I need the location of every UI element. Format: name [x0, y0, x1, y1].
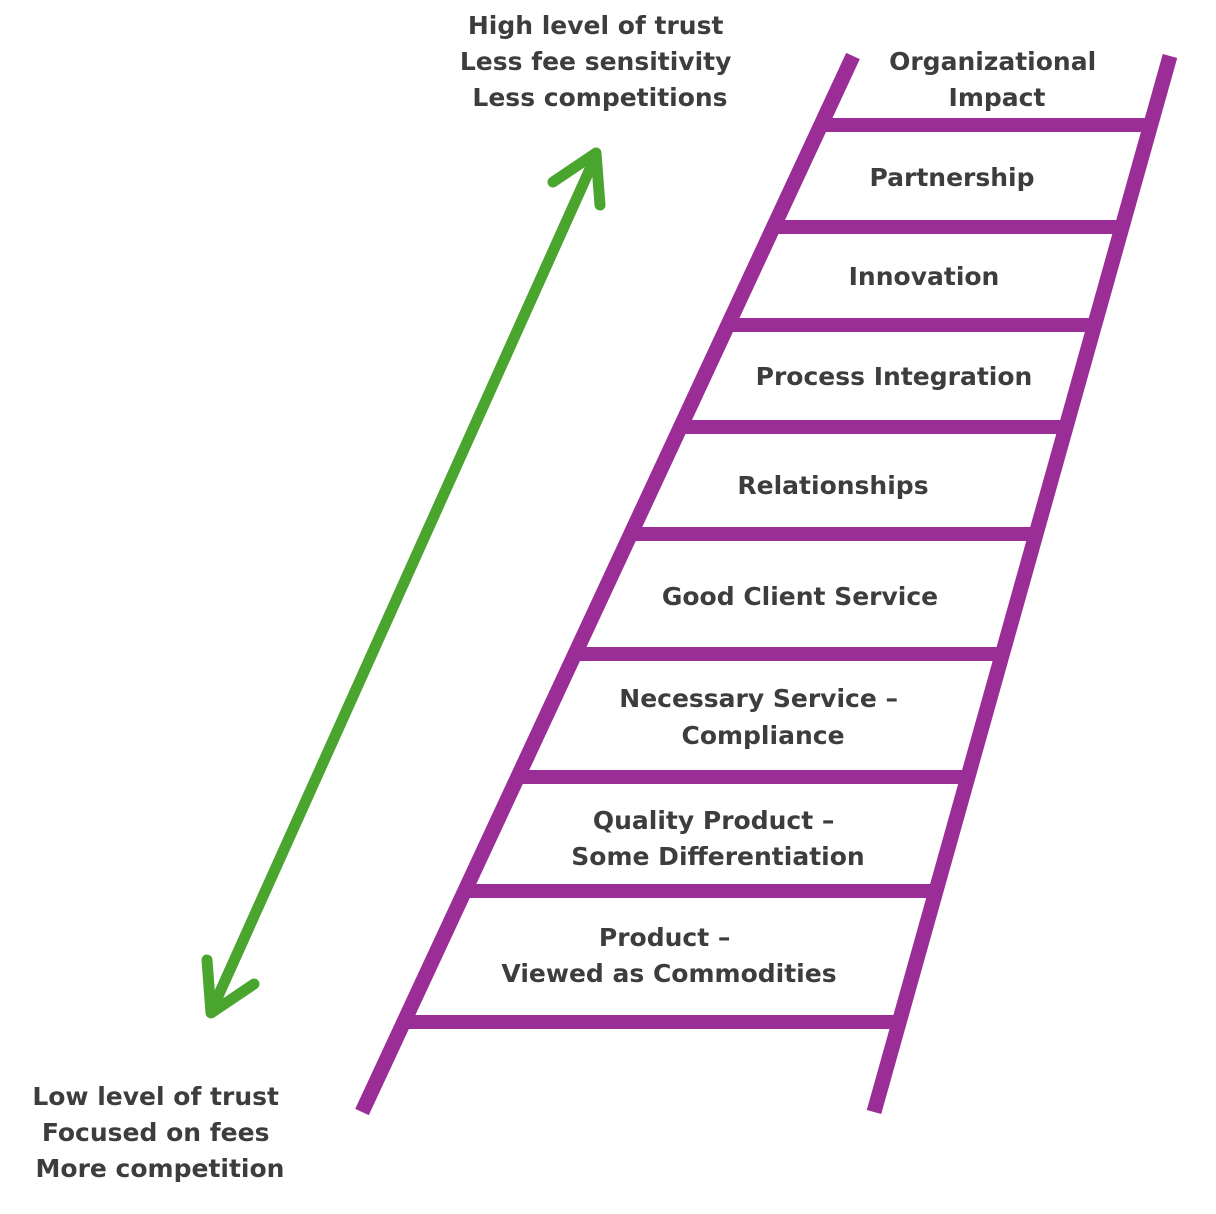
rung-label-process-integration: Process Integration: [756, 362, 1033, 391]
rung-label-line: Product –: [599, 923, 731, 952]
rung-label-quality-product: Quality Product – Some Differentiation: [571, 806, 864, 871]
rung-label-innovation: Innovation: [849, 262, 1000, 291]
rung-label-line: Some Differentiation: [571, 842, 864, 871]
arrow-shaft: [209, 154, 600, 1009]
rung-label-good-client-service: Good Client Service: [662, 582, 938, 611]
rung-label-line: Organizational: [889, 47, 1096, 76]
rung-label-line: Partnership: [869, 163, 1034, 192]
rung-label-necessary-service: Necessary Service – Compliance: [619, 684, 906, 750]
top-note-line: Less competitions: [472, 83, 727, 112]
rung-label-line: Viewed as Commodities: [501, 959, 836, 988]
trust-double-arrow: [201, 147, 606, 1019]
rung-label-product: Product – Viewed as Commodities: [501, 923, 836, 988]
rung-label-line: Innovation: [849, 262, 1000, 291]
rung-label-line: Good Client Service: [662, 582, 938, 611]
bottom-note-line: Focused on fees: [42, 1118, 270, 1147]
rung-label-line: Process Integration: [756, 362, 1033, 391]
arrow-head-up: [547, 147, 606, 211]
rung-label-partnership: Partnership: [869, 163, 1034, 192]
ladder-left-rail: [355, 52, 860, 1116]
top-note-line: Less fee sensitivity: [460, 47, 732, 76]
rung-label-relationships: Relationships: [737, 471, 928, 500]
bottom-note-line: More competition: [36, 1154, 285, 1183]
rung-label-line: Compliance: [681, 721, 844, 750]
bottom-note: Low level of trust Focused on fees More …: [32, 1082, 287, 1183]
rung-label-line: Necessary Service –: [619, 684, 898, 713]
arrow-head-down: [201, 954, 260, 1019]
top-note: High level of trust Less fee sensitivity…: [460, 11, 740, 112]
rung-label-line: Impact: [949, 83, 1046, 112]
bottom-note-line: Low level of trust: [32, 1082, 279, 1111]
top-note-line: High level of trust: [468, 11, 724, 40]
rung-label-organizational-impact: Organizational Impact: [889, 47, 1105, 112]
rung-label-line: Relationships: [737, 471, 928, 500]
rung-label-line: Quality Product –: [593, 806, 835, 835]
